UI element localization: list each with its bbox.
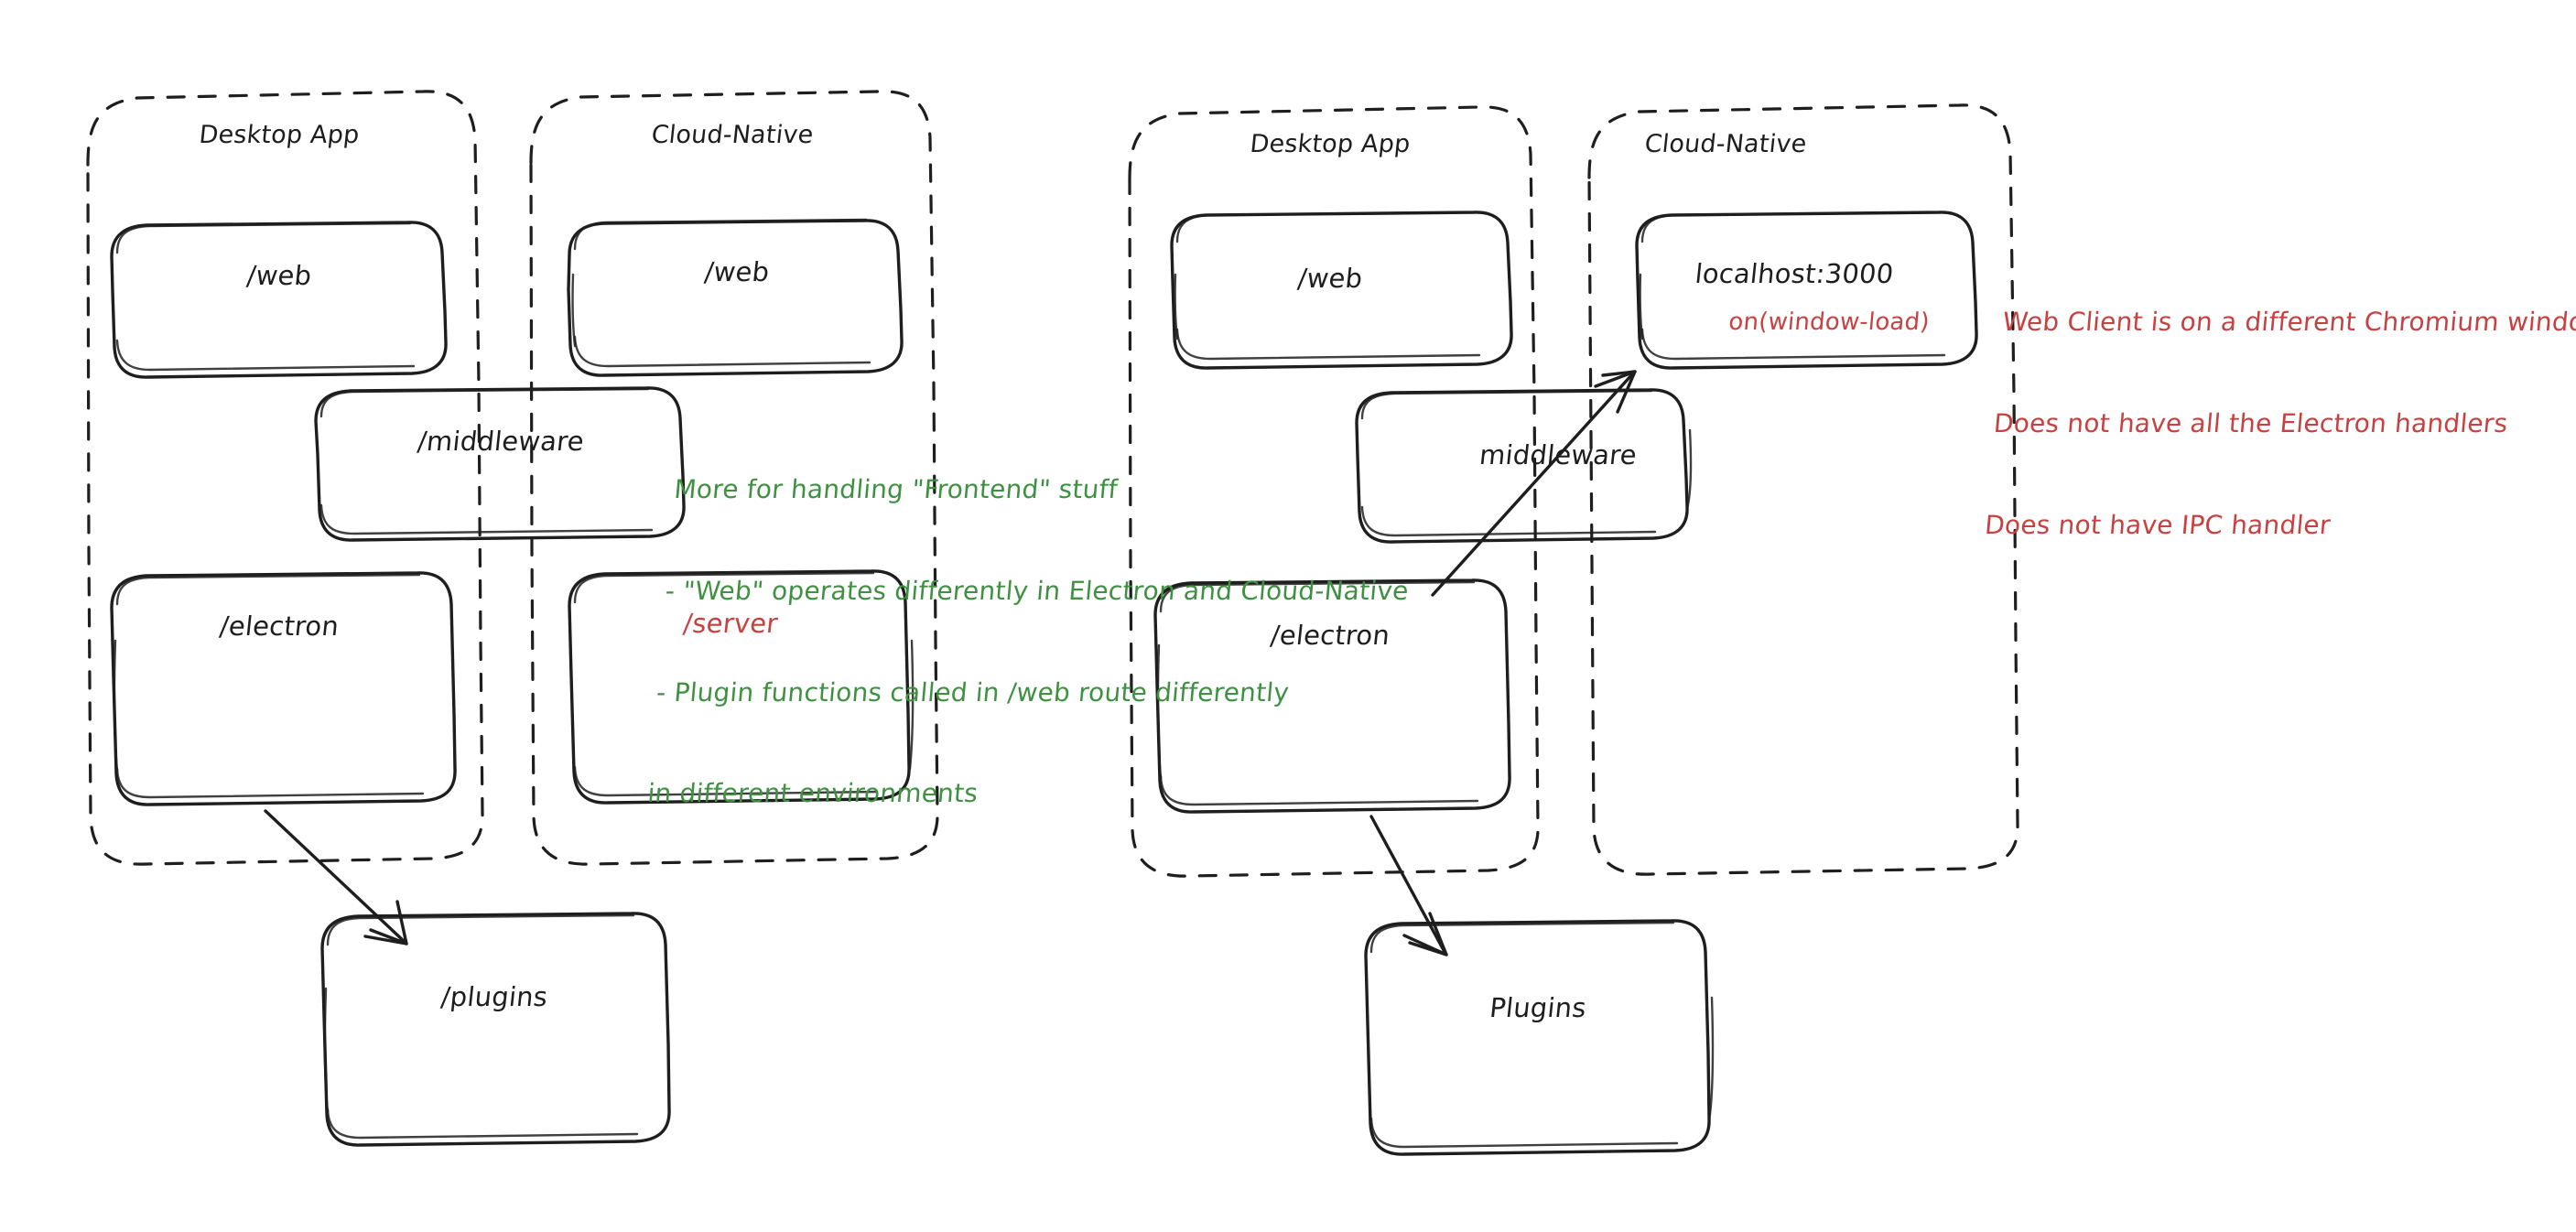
left-web-box [110,221,448,379]
arrow-electron-to-plugins-right [1369,815,1448,956]
right-electron-box [1153,578,1511,814]
left-cloudweb-box [567,218,904,377]
left-electron-box [110,571,457,806]
green-note-line-4: in different environments [646,778,980,809]
left-middleware-label: /middleware [416,426,586,457]
red-note-line-1: Web Client is on a different Chromium wi… [2001,306,2576,337]
right-cloud-native-container [1587,103,2019,876]
left-cloudweb-label: /web [702,256,772,287]
right-middleware-label: middleware [1477,439,1639,470]
red-note-line-2: Does not have all the Electron handlers [1992,407,2509,438]
left-group-title-desktop-app: Desktop App [198,121,362,149]
left-web-label: /web [244,260,314,291]
green-note-line-2: - "Web" operates differently in Electron… [664,575,1411,606]
right-localhost-label: localhost:3000 [1693,258,1896,289]
left-desktop-app-container [86,90,484,866]
green-note-line-3: - Plugin functions called in /web route … [655,676,1291,708]
arrow-electron-to-localhost [1431,370,1637,597]
right-middleware-box [1355,388,1693,544]
left-group-title-cloud-native: Cloud-Native [650,121,816,149]
left-middleware-box [314,386,686,542]
right-electron-label: /electron [1269,620,1391,651]
left-electron-label: /electron [218,611,341,642]
right-localhost-box [1635,211,1978,370]
right-desktop-app-container [1128,105,1540,878]
red-note: Web Client is on a different Chromium wi… [1977,238,2576,610]
left-server-box [568,569,915,805]
green-note-line-1: More for handling "Frontend" stuff [673,473,1120,504]
right-plugins-box [1364,919,1715,1156]
left-plugins-box [320,912,671,1147]
red-note-line-3: Does not have IPC handler [1983,509,2332,540]
right-group-title-cloud-native: Cloud-Native [1643,130,1809,158]
right-plugins-label: Plugins [1488,992,1588,1023]
right-web-box [1170,211,1513,370]
right-localhost-sublabel: on(window-load) [1727,308,1931,336]
left-cloud-native-container [529,90,939,866]
left-plugins-label: /plugins [439,981,549,1012]
right-group-title-desktop-app: Desktop App [1249,130,1412,158]
arrow-electron-to-plugins-left [264,809,408,946]
right-web-label: /web [1295,263,1365,294]
